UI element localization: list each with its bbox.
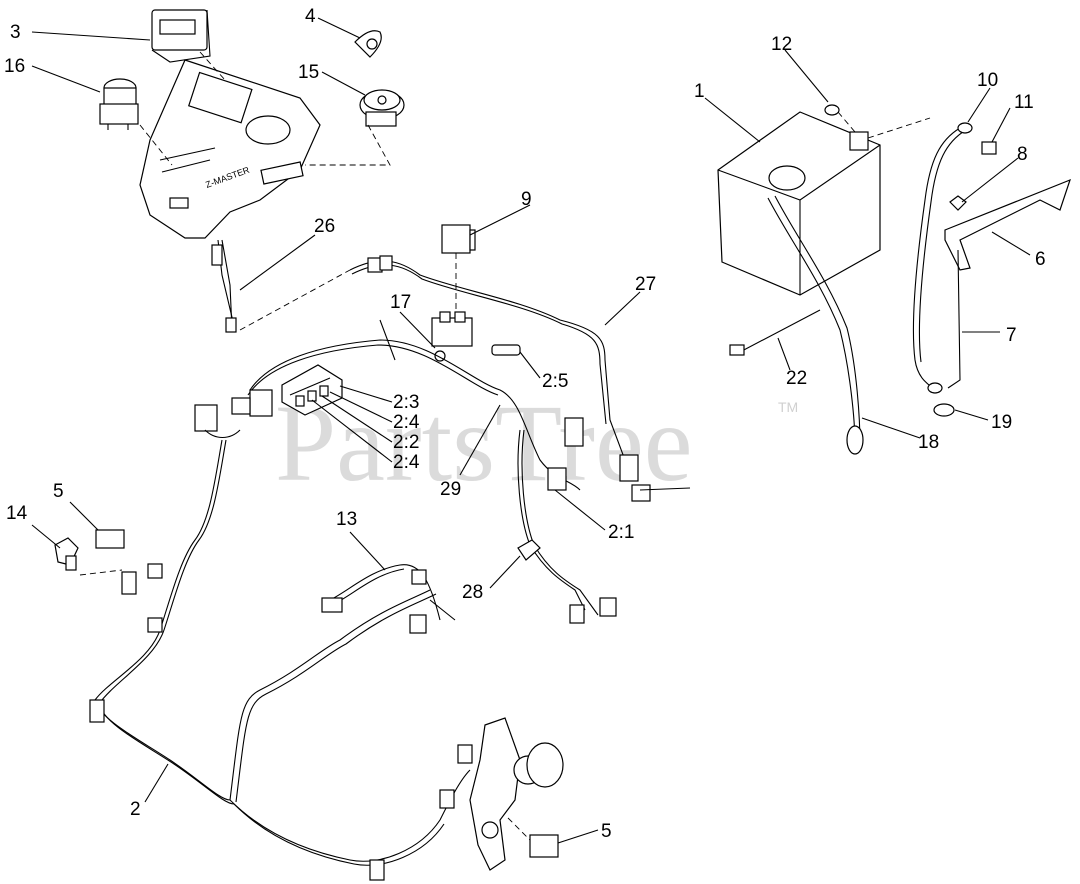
control-panel: Z-MASTER: [139, 59, 321, 239]
callout-2-4-a: 2:4: [393, 412, 420, 433]
callout-5-b: 5: [601, 821, 612, 842]
callout-6: 6: [1035, 249, 1046, 270]
callout-9: 9: [521, 189, 532, 210]
ignition-key: [354, 30, 382, 58]
callout-1: 1: [694, 81, 705, 102]
callout-2: 2: [130, 799, 141, 820]
brake-switch-bracket: [457, 717, 564, 871]
seat-switch: [54, 537, 79, 571]
watermark: PartsTree: [275, 382, 693, 504]
leader-lines: [31, 17, 1031, 844]
callout-2-3: 2:3: [393, 392, 419, 413]
callout-12: 12: [771, 34, 792, 55]
hour-meter: [151, 9, 211, 63]
callout-29: 29: [440, 479, 461, 500]
callout-16: 16: [4, 56, 25, 77]
callout-7: 7: [1006, 325, 1017, 346]
battery: [717, 111, 881, 296]
callout-2-2: 2:2: [393, 432, 419, 453]
pto-switch: [99, 78, 139, 130]
callout-8: 8: [1017, 144, 1028, 165]
ignition-switch: [359, 89, 405, 127]
callout-2-1: 2:1: [608, 522, 634, 543]
callout-11: 11: [1014, 92, 1034, 113]
callout-5-a: 5: [53, 481, 64, 502]
callout-22: 22: [786, 368, 807, 389]
callout-2-4-b: 2:4: [393, 452, 420, 473]
callout-4: 4: [305, 6, 316, 27]
callout-10: 10: [977, 70, 998, 91]
callout-17: 17: [390, 292, 411, 313]
callout-26: 26: [314, 216, 335, 237]
fuse-block: [431, 311, 473, 362]
callout-18: 18: [918, 432, 939, 453]
callout-14: 14: [6, 503, 28, 524]
relay: [441, 224, 476, 254]
callout-27: 27: [635, 274, 656, 295]
callout-2-5: 2:5: [542, 371, 568, 392]
callout-28: 28: [462, 582, 483, 603]
callout-19: 19: [991, 412, 1012, 433]
callout-13: 13: [336, 509, 357, 530]
callout-15: 15: [298, 62, 319, 83]
fuse-panel: [281, 364, 343, 416]
callout-3: 3: [10, 22, 21, 43]
watermark-tm: TM: [778, 399, 798, 415]
